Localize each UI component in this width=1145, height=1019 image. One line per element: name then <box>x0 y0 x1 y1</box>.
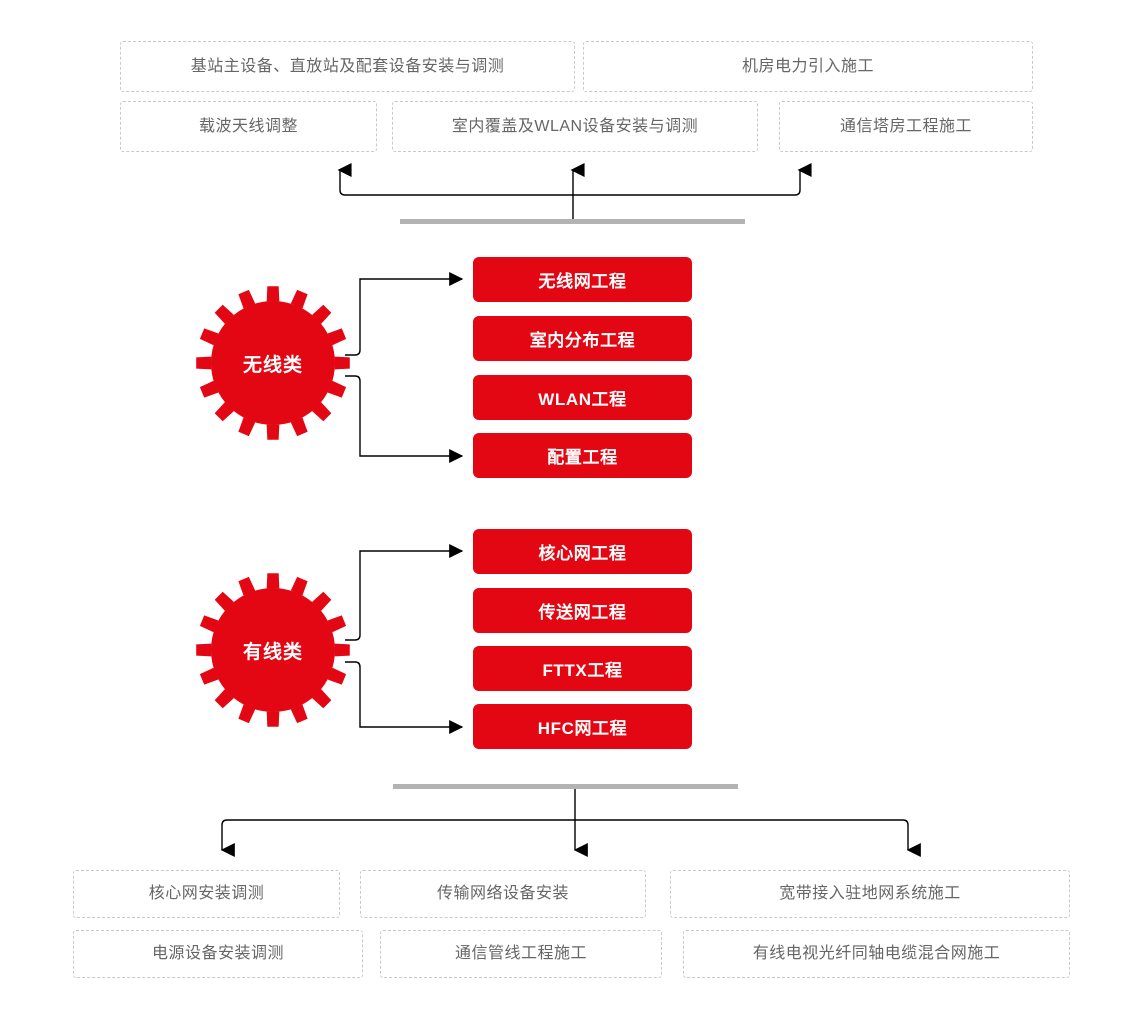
bottom-outcome-box-5[interactable]: 通信管线工程施工 <box>380 930 662 978</box>
bottom-outcome-label-1: 核心网安装调测 <box>148 885 265 903</box>
bottom-outcome-box-3[interactable]: 宽带接入驻地网系统施工 <box>670 870 1070 918</box>
red-box-label-wired-4: HFC网工程 <box>537 719 628 738</box>
top-outcome-label-2: 机房电力引入施工 <box>741 57 874 75</box>
bottom-arrow-left <box>220 819 575 858</box>
bottom-outcome-label-3: 宽带接入驻地网系统施工 <box>779 885 961 903</box>
top-connector-group <box>337 162 812 219</box>
red-box-wired-4[interactable]: HFC网工程 <box>473 704 692 749</box>
top-outcome-label-4: 室内覆盖及WLAN设备安装与调测 <box>451 117 699 135</box>
top-outcome-label-5: 通信塔房工程施工 <box>839 117 972 135</box>
bottom-outcome-box-2[interactable]: 传输网络设备安装 <box>360 870 646 918</box>
top-outcome-box-3[interactable]: 载波天线调整 <box>120 101 377 152</box>
top-arrow-left <box>337 162 573 196</box>
red-box-label-wireless-2: 室内分布工程 <box>529 331 636 350</box>
bottom-arrow-right <box>575 819 921 858</box>
top-outcome-box-2[interactable]: 机房电力引入施工 <box>583 41 1033 92</box>
top-outcome-box-4[interactable]: 室内覆盖及WLAN设备安装与调测 <box>392 101 758 152</box>
red-box-label-wired-1: 核心网工程 <box>538 544 627 563</box>
top-outcome-label-1: 基站主设备、直放站及配套设备安装与调测 <box>190 57 505 75</box>
wired-arrow-bottom <box>345 661 464 735</box>
wireless-arrow-bottom <box>345 375 464 464</box>
gear-icon-wired <box>196 573 350 727</box>
wireless-connector-group <box>345 271 464 464</box>
red-box-wired-1[interactable]: 核心网工程 <box>473 529 692 574</box>
wireless-arrow-top <box>345 271 464 356</box>
top-outcome-box-1[interactable]: 基站主设备、直放站及配套设备安装与调测 <box>120 41 575 92</box>
bottom-outcome-label-4: 电源设备安装调测 <box>151 945 284 963</box>
red-box-wireless-4[interactable]: 配置工程 <box>473 433 692 478</box>
bottom-connector-group <box>220 789 921 858</box>
top-outcome-label-3: 载波天线调整 <box>198 117 298 135</box>
wired-connector-group <box>345 543 464 735</box>
bottom-divider-bar <box>393 784 738 789</box>
red-box-wired-2[interactable]: 传送网工程 <box>473 588 692 633</box>
gear-wireless[interactable]: 无线类 <box>196 286 350 440</box>
wired-arrow-top <box>345 543 464 641</box>
red-box-wireless-1[interactable]: 无线网工程 <box>473 257 692 302</box>
red-box-label-wired-3: FTTX工程 <box>542 661 623 680</box>
bottom-outcome-label-5: 通信管线工程施工 <box>454 945 587 963</box>
top-outcome-box-5[interactable]: 通信塔房工程施工 <box>779 101 1033 152</box>
top-divider-bar <box>400 219 745 224</box>
red-box-wireless-3[interactable]: WLAN工程 <box>473 375 692 420</box>
red-box-wireless-2[interactable]: 室内分布工程 <box>473 316 692 361</box>
red-box-label-wireless-3: WLAN工程 <box>538 390 627 409</box>
bottom-outcome-label-2: 传输网络设备安装 <box>436 885 569 903</box>
gear-icon-wireless <box>196 286 350 440</box>
bottom-outcome-box-1[interactable]: 核心网安装调测 <box>73 870 340 918</box>
bottom-outcome-label-6: 有线电视光纤同轴电缆混合网施工 <box>752 945 1001 963</box>
red-box-label-wireless-4: 配置工程 <box>547 448 618 467</box>
top-arrow-right <box>573 162 812 196</box>
bottom-outcome-box-6[interactable]: 有线电视光纤同轴电缆混合网施工 <box>683 930 1070 978</box>
gear-wired[interactable]: 有线类 <box>196 573 350 727</box>
red-box-label-wired-2: 传送网工程 <box>538 603 627 622</box>
red-box-wired-3[interactable]: FTTX工程 <box>473 646 692 691</box>
bottom-outcome-box-4[interactable]: 电源设备安装调测 <box>73 930 363 978</box>
red-box-label-wireless-1: 无线网工程 <box>538 272 627 291</box>
